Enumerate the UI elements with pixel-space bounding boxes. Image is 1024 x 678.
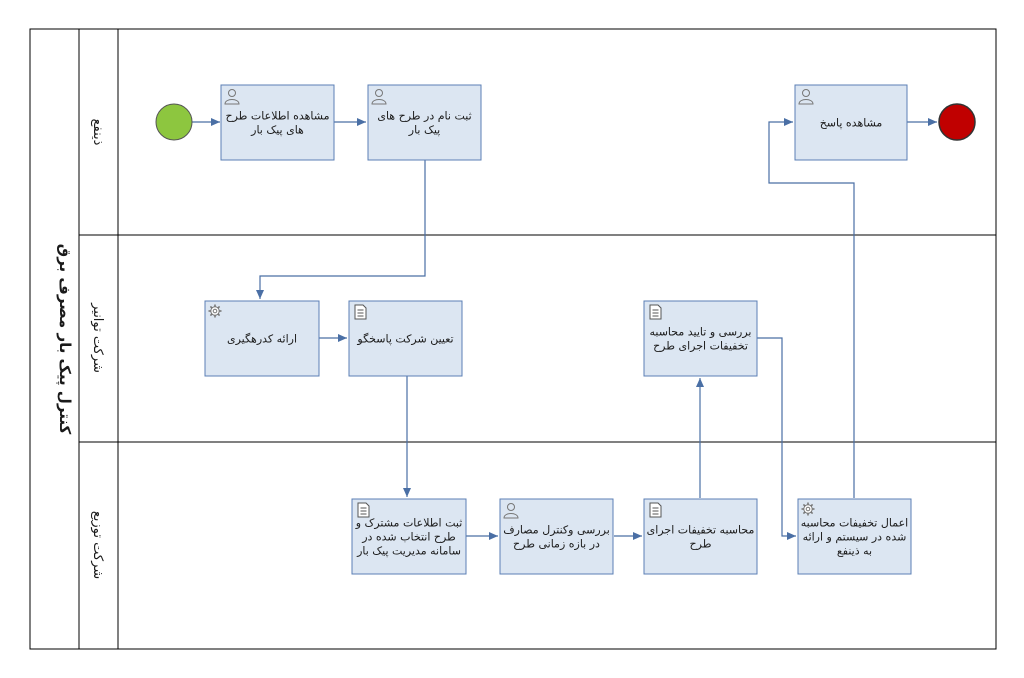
task-label-line: اعمال تخفیفات محاسبه xyxy=(801,517,908,530)
task-box xyxy=(643,300,758,377)
task-label-line: مشاهده پاسخ xyxy=(820,117,883,130)
task-label-line: سامانه مدیریت پیک بار xyxy=(356,545,461,558)
service-task-icon xyxy=(208,304,222,318)
flow-review-to-apply xyxy=(757,337,796,540)
task-box xyxy=(351,498,467,575)
task-label-line: بررسی و تایید محاسبه xyxy=(650,326,752,339)
lane-label-transmission: شرکت توانیر xyxy=(90,302,105,373)
task-label-line: طرح انتخاب شده در xyxy=(361,531,456,544)
pool: کنترل پیک بار مصرف برق xyxy=(29,28,997,650)
task-label-line: شده در سیستم و ارائه xyxy=(803,531,907,544)
start-event xyxy=(155,103,193,141)
user-task-icon xyxy=(503,503,519,519)
task-label-line: مشاهده اطلاعات طرح xyxy=(226,110,330,123)
task-label-line: بررسی وکنترل مصارف xyxy=(503,524,610,537)
sequence-flows xyxy=(192,118,937,540)
user-task-icon xyxy=(224,89,240,105)
task-box xyxy=(204,300,320,377)
task-label-line: در بازه زمانی طرح xyxy=(513,538,600,551)
script-task-icon xyxy=(649,502,662,518)
task-box xyxy=(367,84,482,161)
task-assign-responding-company: تعیین شرکت پاسخگو xyxy=(348,300,463,377)
task-box xyxy=(348,300,463,377)
script-task-icon xyxy=(357,502,370,518)
task-label-line: به ذینفع xyxy=(837,545,872,558)
service-task-icon xyxy=(801,502,815,516)
task-label-line: ارائه کدرهگیری xyxy=(227,333,297,346)
lane-label-beneficiary: ذینفع xyxy=(90,119,105,146)
task-label-line: تعیین شرکت پاسخگو xyxy=(356,333,453,346)
task-label-line: تخفیفات اجرای طرح xyxy=(653,340,748,353)
task-label-line: های پیک بار xyxy=(250,124,304,137)
pool-label: کنترل پیک بار مصرف برق xyxy=(55,244,74,435)
task-box xyxy=(797,498,912,575)
task-label-line: ثبت نام در طرح های xyxy=(377,110,471,123)
flow-apply-to-view-response xyxy=(768,118,855,498)
task-box xyxy=(643,498,758,575)
task-label-line: ثبت اطلاعات مشترک و xyxy=(355,517,463,530)
user-task-icon xyxy=(371,89,387,105)
task-label-line: پیک بار xyxy=(408,124,440,137)
task-box xyxy=(220,84,335,161)
task-provide-tracking-code: ارائه کدرهگیری xyxy=(204,300,320,377)
script-task-icon xyxy=(354,304,367,320)
task-label-line: محاسبه تخفیفات اجرای xyxy=(647,524,755,537)
end-event xyxy=(938,103,976,141)
task-view-response: مشاهده پاسخ xyxy=(794,84,908,161)
lane-label-distribution: شرکت توزیع xyxy=(90,511,105,579)
script-task-icon xyxy=(649,304,662,320)
user-task-icon xyxy=(798,89,814,105)
flow-register-to-provide-code xyxy=(256,160,426,299)
task-box xyxy=(794,84,908,161)
task-label-line: طرح xyxy=(690,538,712,551)
task-box xyxy=(499,498,614,575)
